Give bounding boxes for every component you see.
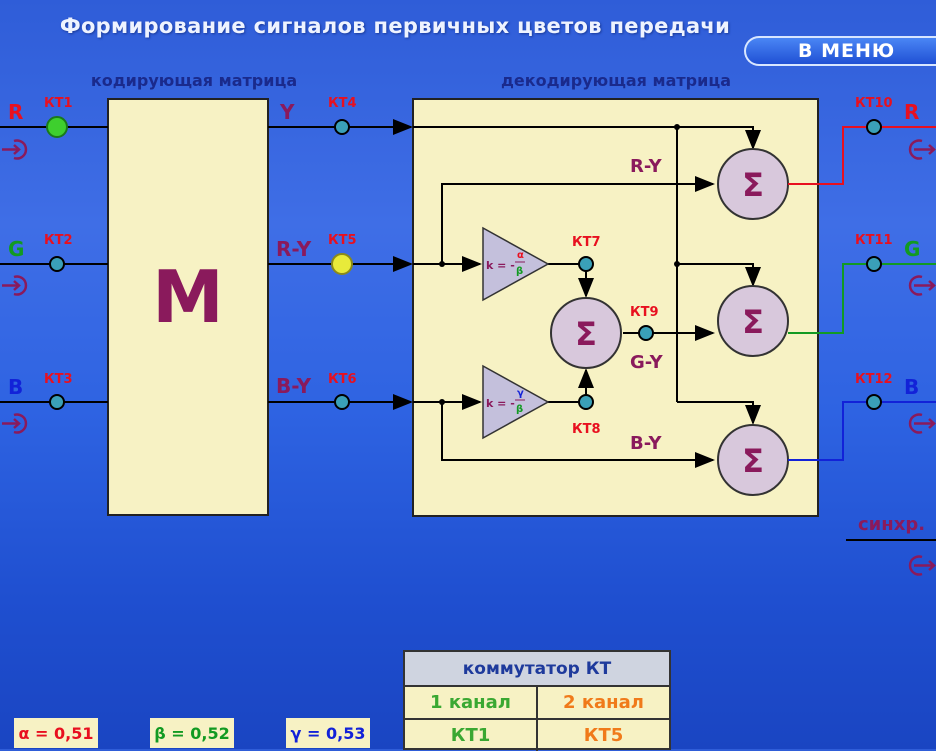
input-b-label: B <box>8 375 23 399</box>
amp2-k-label: k = - <box>486 397 515 410</box>
input-b: B КТ3 <box>0 372 108 434</box>
kt6-probe[interactable] <box>334 394 350 410</box>
input-g-label: G <box>8 237 24 261</box>
output-r: КТ10 R <box>788 96 936 185</box>
kt4-probe[interactable] <box>334 119 350 135</box>
input-g-connector-icon <box>2 275 28 296</box>
summer-gy: Σ <box>550 297 622 369</box>
kt10-label: КТ10 <box>855 96 893 111</box>
signal-by: B-Y КТ6 <box>268 372 413 410</box>
menu-button[interactable]: В МЕНЮ <box>744 36 936 66</box>
kt11-label: КТ11 <box>855 233 893 248</box>
commutator-channels-row: 1 канал 2 канал <box>405 687 669 720</box>
sync-label: синхр. <box>858 514 925 535</box>
param-gamma: γ = 0,53 <box>286 718 370 748</box>
output-r-label: R <box>904 100 919 124</box>
kt3-probe[interactable] <box>49 394 65 410</box>
kt3-label: КТ3 <box>44 372 73 387</box>
amp1-den: β <box>516 266 523 277</box>
kt6-label: КТ6 <box>328 372 357 387</box>
kt9-probe[interactable] <box>638 325 654 341</box>
gy-label: G-Y <box>630 352 664 373</box>
channel2-label: 2 канал <box>536 687 669 718</box>
kt10-probe[interactable] <box>866 119 882 135</box>
kt7-label: КТ7 <box>572 235 601 250</box>
svg-text:Σ: Σ <box>742 442 764 480</box>
kt2-probe[interactable] <box>49 256 65 272</box>
amp1-k-label: k = - <box>486 259 515 272</box>
kt12-label: КТ12 <box>855 372 893 387</box>
input-g: G КТ2 <box>0 233 108 296</box>
sync-connector-icon[interactable] <box>908 555 936 576</box>
signal-ry: R-Y КТ5 <box>268 233 413 275</box>
channel1-value[interactable]: КТ1 <box>450 725 491 746</box>
page-title: Формирование сигналов первичных цветов п… <box>59 14 731 38</box>
input-r-connector-icon <box>2 139 28 160</box>
amplifier-alpha: k = - α β <box>482 226 550 302</box>
amp2-num: γ <box>517 388 524 399</box>
decoding-matrix-label: декодирующая матрица <box>501 71 731 90</box>
amp1-num: α <box>517 250 524 261</box>
output-b-connector-icon <box>908 413 936 434</box>
kt8-label: КТ8 <box>572 422 601 437</box>
kt5-label: КТ5 <box>328 233 357 248</box>
param-alpha: α = 0,51 <box>14 718 98 748</box>
amp2-den: β <box>516 404 523 415</box>
svg-text:Σ: Σ <box>575 315 597 353</box>
output-b: КТ12 B <box>788 372 936 461</box>
svg-text:Σ: Σ <box>742 166 764 204</box>
coding-matrix-label: кодирующая матрица <box>91 71 297 90</box>
svg-text:Σ: Σ <box>742 303 764 341</box>
summer-r: Σ <box>717 148 789 220</box>
kt1-probe[interactable] <box>46 116 68 138</box>
output-r-connector-icon <box>908 139 936 160</box>
signal-y: Y КТ4 <box>268 96 413 135</box>
param-beta: β = 0,52 <box>150 718 234 748</box>
output-g-connector-icon <box>908 275 936 296</box>
kt7-probe[interactable] <box>578 256 594 272</box>
commutator-table: коммутатор КТ 1 канал 2 канал КТ1 КТ5 <box>403 650 671 751</box>
kt2-label: КТ2 <box>44 233 73 248</box>
by-internal-label: B-Y <box>630 433 663 454</box>
input-b-connector-icon <box>2 413 28 434</box>
commutator-values-row: КТ1 КТ5 <box>405 720 669 751</box>
junction-dots <box>439 124 680 405</box>
summer-b: Σ <box>717 424 789 496</box>
signal-ry-label: R-Y <box>276 237 312 261</box>
summer-g: Σ <box>717 285 789 357</box>
kt11-probe[interactable] <box>866 256 882 272</box>
channel1-label: 1 канал <box>430 692 511 713</box>
internal-wiring <box>413 126 761 468</box>
kt8-probe[interactable] <box>578 394 594 410</box>
output-b-label: B <box>904 375 919 399</box>
channel2-value[interactable]: КТ5 <box>536 720 669 751</box>
kt1-label: КТ1 <box>44 96 73 111</box>
output-g: КТ11 G <box>788 233 936 334</box>
commutator-title: коммутатор КТ <box>405 652 669 687</box>
kt12-probe[interactable] <box>866 394 882 410</box>
signal-by-label: B-Y <box>276 374 312 398</box>
kt5-probe[interactable] <box>331 253 353 275</box>
output-g-label: G <box>904 237 920 261</box>
coding-matrix-symbol: M <box>152 255 224 339</box>
kt4-label: КТ4 <box>328 96 357 111</box>
input-r: R КТ1 <box>0 96 108 160</box>
input-r-label: R <box>8 100 23 124</box>
coding-matrix-block <box>107 98 269 516</box>
ry-internal-label: R-Y <box>630 156 663 177</box>
signal-y-label: Y <box>279 100 295 124</box>
kt9-label: КТ9 <box>630 305 659 320</box>
amplifier-gamma: k = - γ β <box>482 364 550 440</box>
